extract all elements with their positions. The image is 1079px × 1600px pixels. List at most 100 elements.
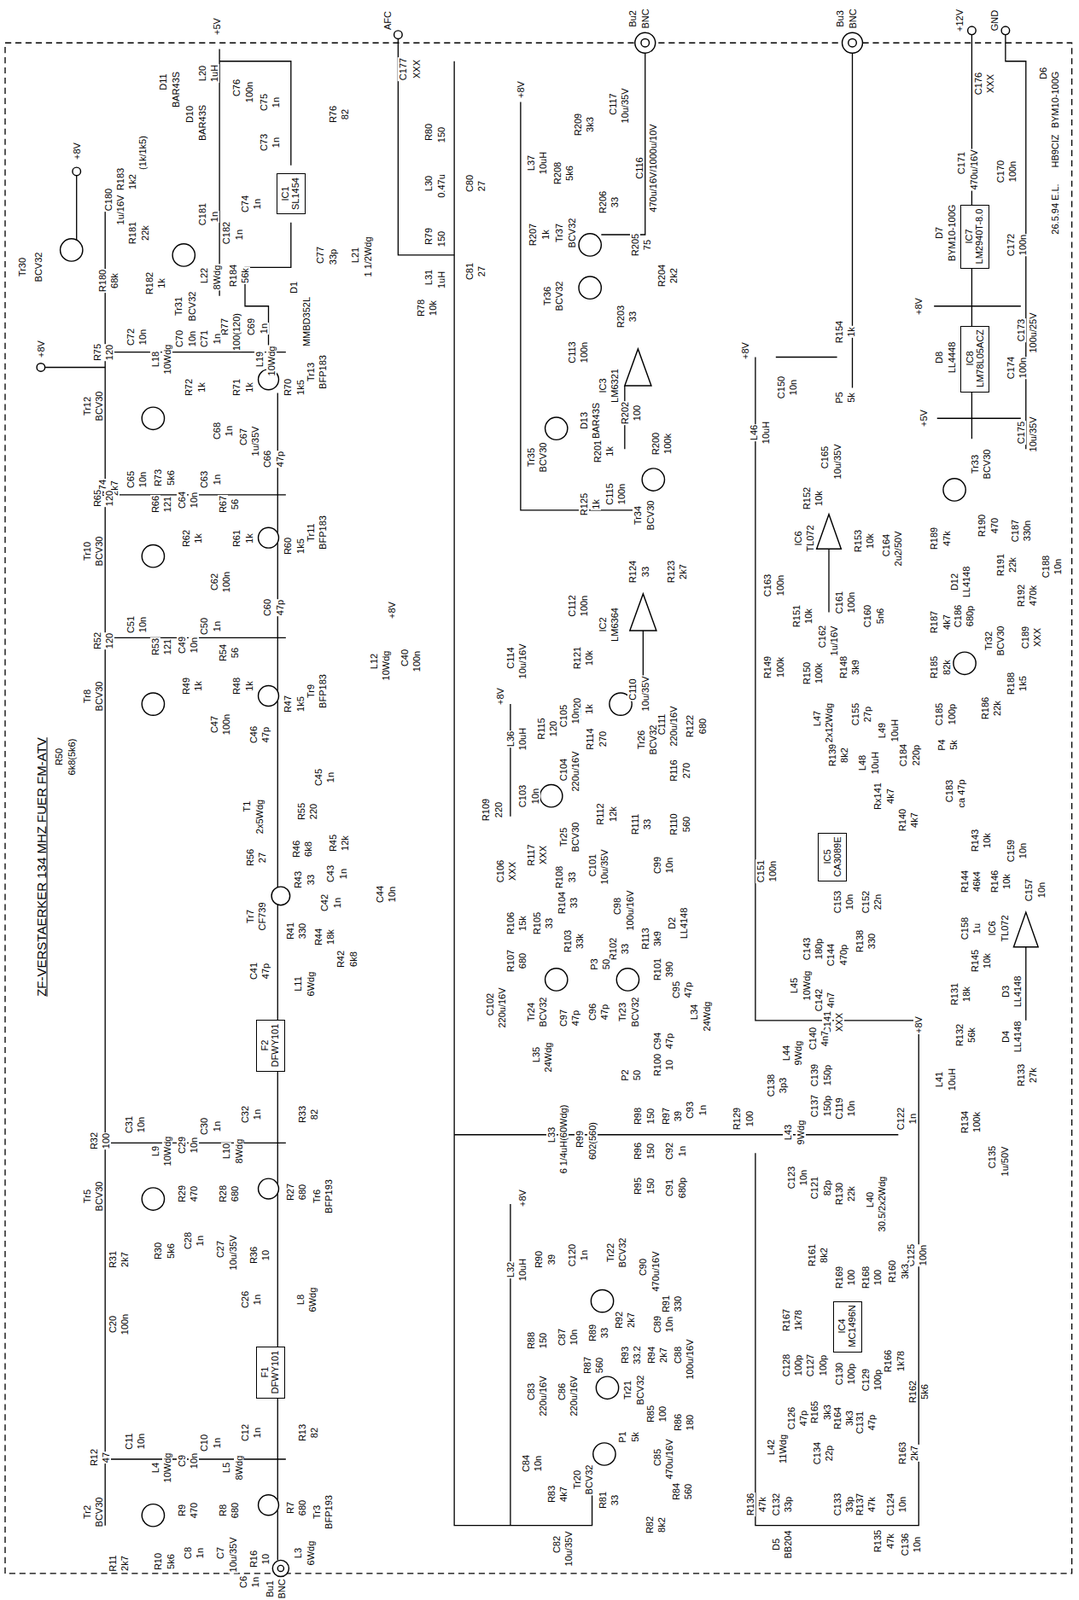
component-label: 100n [411, 650, 422, 673]
component-label: C155 [850, 702, 861, 727]
component-label: 10u/35V [832, 443, 843, 480]
component-label: C66 [262, 449, 273, 469]
wire [219, 61, 292, 166]
component-label: 3k3 [899, 1263, 910, 1281]
component-label: +8V [517, 1189, 528, 1208]
component-label: BNC [847, 7, 858, 30]
component-label: 10n [386, 885, 397, 903]
component-label: C114 [505, 647, 516, 671]
component-label: C60 [262, 597, 273, 617]
component-label: 1k [196, 382, 207, 395]
component-label: C83 [525, 1382, 537, 1402]
component-label: C69 [245, 317, 257, 337]
component-label: 10n [137, 471, 148, 489]
component-label: 1n [332, 897, 343, 910]
component-label: 1n [578, 1249, 590, 1262]
component-label: 22k [1007, 557, 1018, 575]
terminal-symbol [968, 26, 977, 35]
component-label: 47 [100, 1452, 111, 1464]
component-label: L3 [292, 1547, 304, 1560]
component-label: R92 [613, 1311, 625, 1330]
component-label: 100u/16V [624, 889, 636, 932]
component-label: C105 [558, 704, 569, 729]
component-label: BCV32 [617, 1237, 628, 1270]
component-label: D5 [770, 1538, 782, 1552]
component-label: 33 [609, 1494, 620, 1507]
component-label: R188 [1005, 671, 1016, 696]
component-label: XXX [985, 73, 996, 94]
component-label: 330n [1021, 519, 1033, 543]
component-label: 6Wdg [307, 1287, 318, 1314]
component-label: L33 [546, 1126, 557, 1144]
component-label: 220 [493, 801, 504, 819]
component-label: 8k2 [818, 1247, 829, 1265]
component-label: R153 [852, 529, 864, 554]
component-label: L18 [150, 350, 161, 368]
bnc-connector [842, 32, 864, 53]
component-label: C65 [125, 470, 136, 490]
component-label: 680 [517, 952, 528, 970]
component-label: R109 [480, 798, 491, 823]
component-label: C99 [652, 856, 663, 875]
component-label: Tr26 [635, 729, 647, 751]
component-label: 1n [211, 1437, 222, 1450]
component-label: C142 [813, 988, 824, 1013]
component-label: R135 [872, 1529, 883, 1554]
component-label: C29 [176, 1136, 187, 1155]
component-label: BCV30 [93, 1180, 105, 1213]
component-label: 24Wdg [701, 1001, 712, 1033]
component-label: 10Wdg [801, 970, 812, 1003]
component-label: 100p [817, 1354, 829, 1377]
component-label: Tr6 [311, 1188, 322, 1204]
component-label: 39 [672, 1110, 683, 1123]
wire [454, 1134, 899, 1136]
ic-text: IC4MC1496N [836, 1305, 858, 1348]
component-label: 470 [989, 517, 1000, 535]
component-label: R121 [571, 646, 583, 671]
component-label: 10n [1017, 842, 1028, 860]
component-label: 100k [662, 432, 673, 455]
component-label: R122 [684, 714, 695, 739]
component-label: C140 [807, 1026, 818, 1051]
component-label: R91 [660, 1294, 671, 1314]
component-label: C180 [103, 187, 114, 212]
opamp-symbol [629, 594, 657, 631]
component-label: R136 [745, 1493, 756, 1517]
component-label: R148 [838, 655, 849, 680]
opamp-symbol [816, 514, 842, 550]
component-label: IC6 [793, 530, 804, 548]
wire [397, 38, 455, 256]
component-label: 10n [911, 1536, 922, 1554]
component-label: 1n [697, 1104, 708, 1117]
component-label: 30.5/2x2Wdg [876, 1176, 887, 1234]
component-label: P2 [619, 1069, 630, 1083]
component-label: C165 [819, 445, 830, 470]
component-label: 46k4 [971, 870, 982, 893]
component-label: 26.5.94 E.L. [1049, 182, 1061, 235]
component-label: 10uH [517, 727, 528, 752]
component-label: C6 [238, 1575, 249, 1590]
component-label: 10n [137, 616, 148, 634]
component-label: Bu1 [264, 1580, 275, 1599]
component-label: +8V [515, 80, 526, 100]
component-label: 1n [676, 1145, 688, 1158]
component-label: 180p [813, 938, 824, 961]
component-label: L19 [254, 350, 265, 368]
component-label: 470k [1027, 584, 1039, 607]
component-label: 10 [664, 1059, 675, 1072]
component-label: R106 [505, 911, 516, 936]
component-label: R168 [860, 1265, 871, 1290]
component-label: 220u/16V [537, 1375, 549, 1418]
component-label: 47p [570, 1009, 581, 1027]
component-label: 10n [186, 330, 198, 348]
component-label: C175 [1015, 420, 1027, 445]
component-label: C80 [464, 174, 475, 193]
component-label: R47 [282, 694, 293, 714]
component-label: R28 [217, 1184, 228, 1204]
component-label: +8V [35, 339, 47, 359]
component-label: R123 [665, 559, 677, 584]
component-label: R84 [670, 1482, 682, 1502]
component-label: 5k6 [165, 1553, 176, 1571]
component-label: 120 [104, 489, 115, 507]
component-label: 10k [803, 607, 814, 625]
